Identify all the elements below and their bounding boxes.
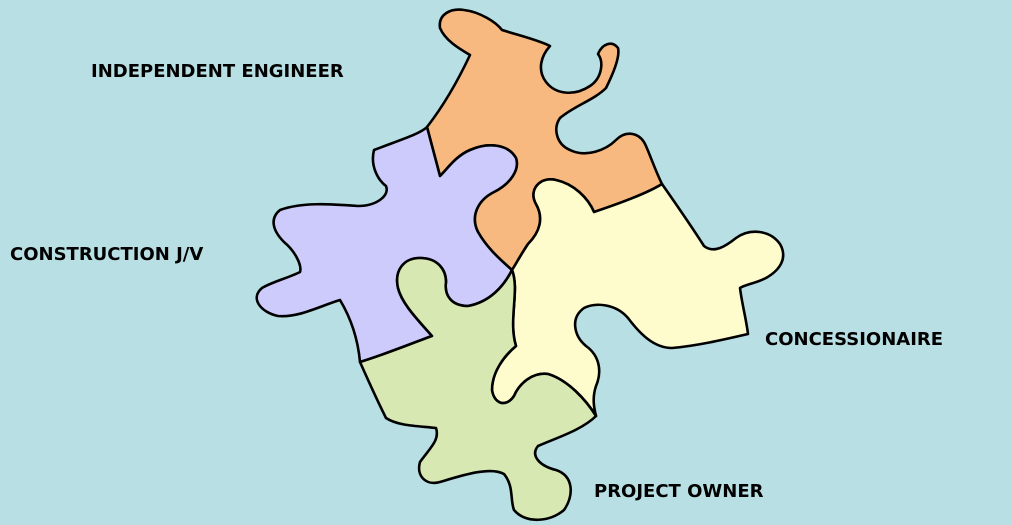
project-owner-label: PROJECT OWNER <box>594 481 764 502</box>
construction-jv-label: CONSTRUCTION J/V <box>10 244 204 265</box>
concessionaire-label: CONCESSIONAIRE <box>765 329 944 350</box>
independent-engineer-label: INDEPENDENT ENGINEER <box>91 61 344 82</box>
project-owner-piece <box>358 256 598 522</box>
